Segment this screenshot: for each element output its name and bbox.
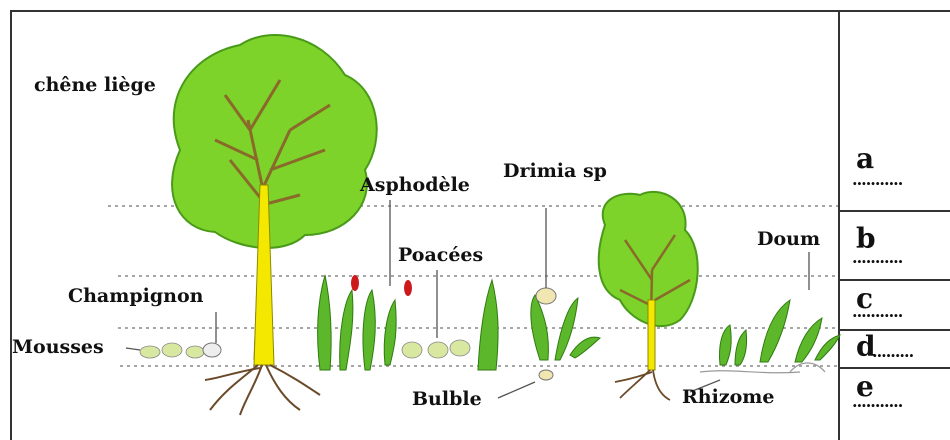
champignon-cap [203,343,221,357]
rhizome-lines [700,363,825,373]
stratum-blank-d: ......... [872,342,913,361]
label-champignon: Champignon [68,285,203,307]
label-mousses: Mousses [12,336,104,358]
label-asphodele: Asphodèle [360,174,470,196]
stratum-blank-e: ........... [852,392,902,411]
small-tree [599,192,698,400]
stratum-blank-c: ........... [852,302,902,321]
stratum-blank-a: ........... [852,170,902,189]
label-chene-liege: chêne liège [34,74,156,96]
label-doum: Doum [757,228,820,250]
herbaceous-plants [318,275,840,370]
label-bulble: Bulble [412,388,482,410]
label-drimia: Drimia sp [503,160,607,182]
label-rhizome: Rhizome [682,386,774,408]
mousses-clumps [140,340,470,358]
label-poacees: Poacées [398,244,483,266]
stratum-blank-b: ........... [852,248,902,267]
asphodele-flowers [351,275,412,296]
